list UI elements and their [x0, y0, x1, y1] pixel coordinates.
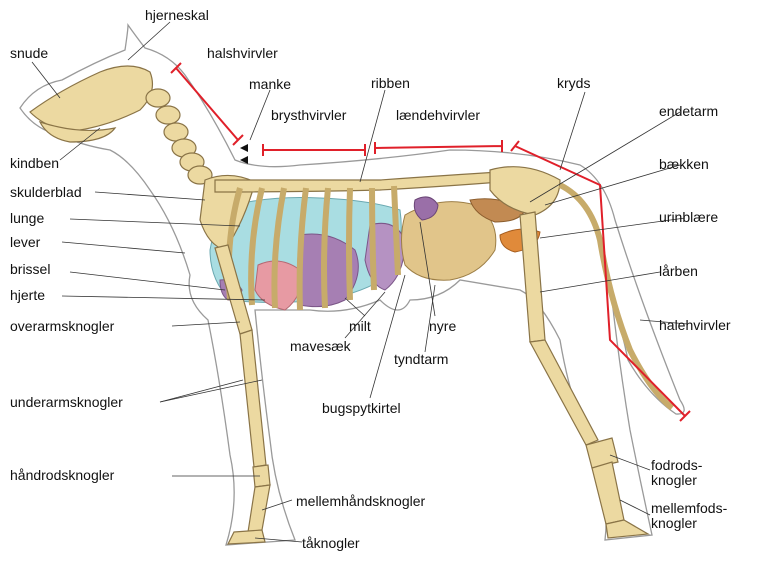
label-brissel: brissel — [10, 261, 51, 277]
manke-marker — [240, 144, 248, 164]
body-silhouette — [19, 22, 685, 546]
label-nyre: nyre — [429, 318, 457, 334]
leader-lines — [31, 21, 689, 543]
kidney-shape — [413, 196, 439, 221]
label-milt: milt — [349, 318, 371, 334]
label-kryds: kryds — [557, 75, 591, 91]
label-skulderblad: skulderblad — [10, 184, 82, 200]
label-kindben: kindben — [10, 155, 60, 171]
label-ribben: ribben — [371, 75, 410, 91]
region-brackets — [170, 62, 691, 422]
rib-cage — [225, 185, 401, 311]
tibia-bone — [529, 339, 599, 446]
label-lunge: lunge — [10, 210, 45, 226]
skeleton — [29, 65, 674, 545]
label-underarmsknogler: underarmsknogler — [10, 394, 123, 410]
label-hjerte: hjerte — [10, 287, 46, 303]
label-brysthvirvler: brysthvirvler — [271, 107, 347, 123]
bracket-brysthvirvler — [262, 144, 366, 156]
radius-ulna-bone — [239, 329, 267, 468]
label-baekken: bækken — [659, 156, 709, 172]
label-halshvirvler: halshvirvler — [207, 45, 278, 61]
tail-vertebrae — [558, 182, 674, 411]
label-mavesaek: mavesæk — [290, 338, 351, 354]
label-fodrodsknogler: fodrods- knogler — [651, 457, 703, 488]
pelvis-bone — [489, 166, 561, 216]
femur-bone — [519, 211, 546, 343]
label-laendehvirvler: lændehvirvler — [396, 107, 481, 123]
label-laarben: lårben — [659, 263, 698, 279]
label-halehvirvler: halehvirvler — [659, 317, 731, 333]
label-taaknogler: tåknogler — [302, 535, 360, 551]
label-hjerneskal: hjerneskal — [145, 7, 209, 23]
label-bugspytkirtel: bugspytkirtel — [322, 400, 401, 416]
phalanges-hind-bone — [605, 519, 650, 539]
bracket-halshvirvler — [170, 62, 244, 146]
label-overarmsknogler: overarmsknogler — [10, 318, 115, 334]
label-manke: manke — [249, 76, 292, 92]
skull-bone — [29, 65, 153, 131]
intestine-shape — [401, 201, 497, 281]
bracket-kryds-hale — [510, 140, 691, 422]
bracket-laendehvirvler — [374, 140, 503, 154]
phalanges-front-bone — [227, 529, 266, 545]
label-mellemhaandsknogler: mellemhåndsknogler — [296, 493, 426, 509]
cervical-vertebrae — [145, 88, 213, 185]
label-haandrodsknogler: håndrodsknogler — [10, 467, 115, 483]
label-urinblaere: urinblære — [659, 209, 719, 225]
spine — [214, 171, 501, 193]
label-tyndtarm: tyndtarm — [394, 351, 449, 367]
metatarsal-bone — [591, 461, 625, 525]
jaw-bone — [38, 120, 117, 143]
label-endetarm: endetarm — [659, 103, 719, 119]
label-lever: lever — [10, 234, 41, 250]
label-snude: snude — [10, 45, 49, 61]
label-mellemfodsknogler: mellemfods- knogler — [651, 500, 728, 531]
tarsal-bone — [585, 437, 619, 469]
